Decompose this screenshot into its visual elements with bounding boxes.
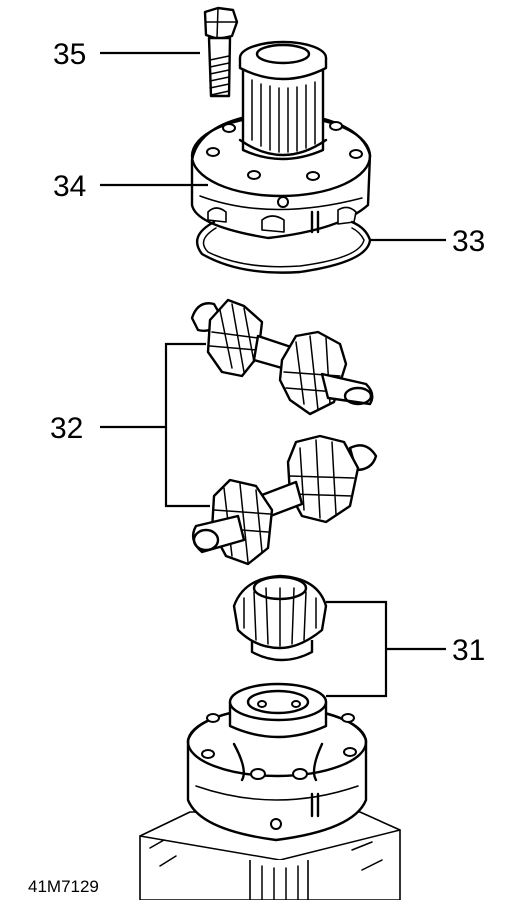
housing-lower: [139, 682, 401, 900]
callout-33: 33: [452, 225, 485, 258]
pinion-gear-lower-part-32: [191, 434, 378, 566]
callout-35: 35: [53, 38, 86, 71]
housing-upper-part-34: [190, 40, 372, 240]
callout-34: 34: [53, 170, 86, 203]
figure-reference-code: 41M7129: [28, 877, 99, 896]
pinion-gear-upper-part-32: [190, 298, 374, 416]
leader-bracket-32: [100, 342, 210, 508]
callout-31: 31: [452, 634, 485, 667]
bolt-part-35: [203, 6, 239, 98]
leader-bracket-31: [326, 600, 446, 698]
gasket-ring-part-33: [195, 220, 372, 274]
callout-32: 32: [50, 412, 83, 445]
side-gear-part-31: [232, 574, 328, 662]
leader-lines: [100, 51, 446, 698]
